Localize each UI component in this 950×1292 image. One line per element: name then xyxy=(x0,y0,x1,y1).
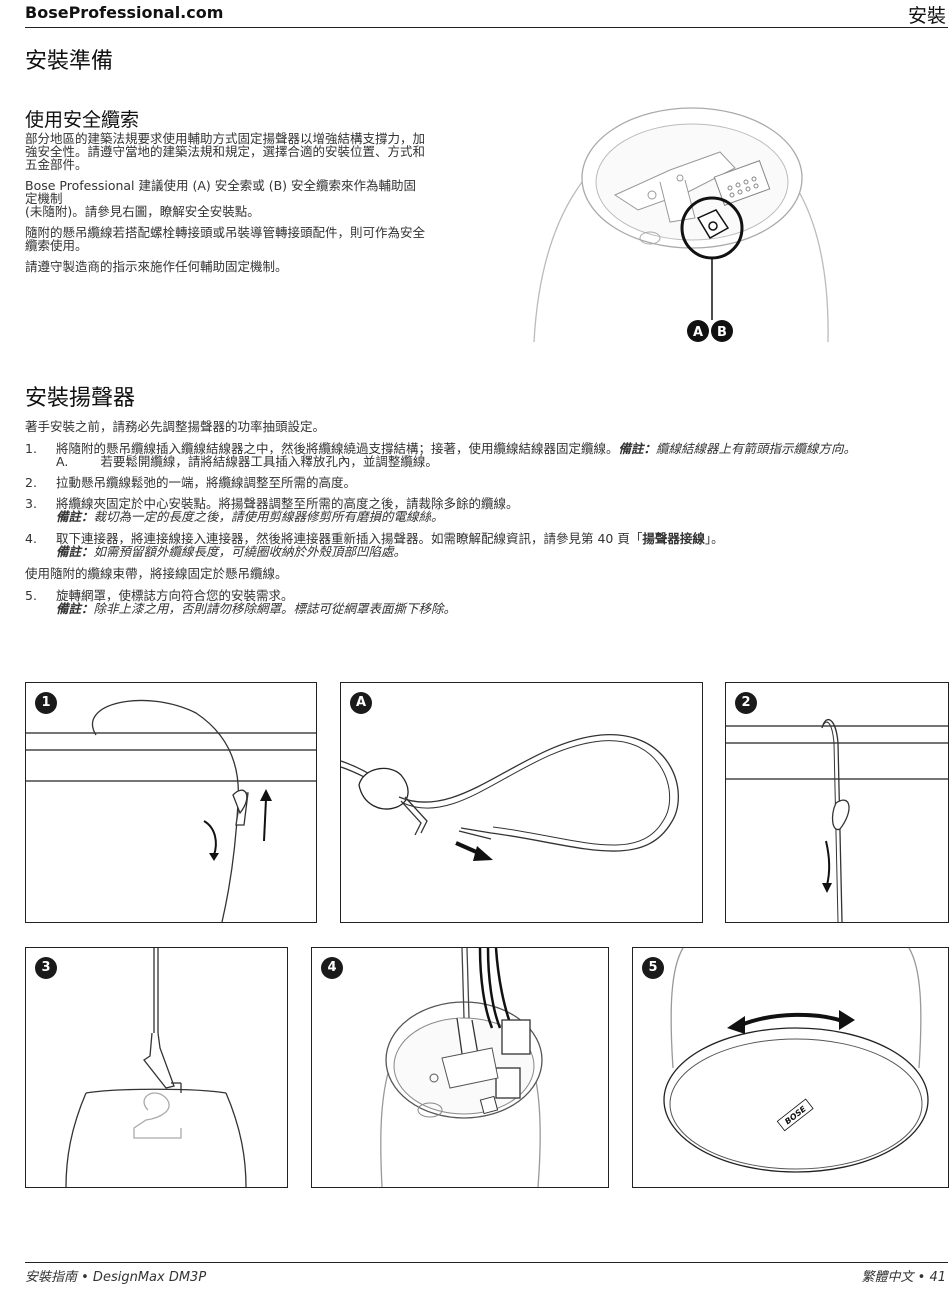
cable-gripper-illustration xyxy=(26,699,316,922)
footer-guide-title: 安裝指南 • DesignMax DM3P xyxy=(25,1270,207,1285)
step-text: 取下連接器，將連接線接入連接器，然後將連接器重新插入揚聲器。如需瞭解配線資訊，請… xyxy=(56,531,724,546)
list-item: 4. 取下連接器，將連接線接入連接器，然後將連接器重新插入揚聲器。如需瞭解配線資… xyxy=(25,532,940,558)
figure-step-1: 1 xyxy=(25,682,317,923)
step-number: 5. xyxy=(25,588,37,603)
subsection-title-safety-cable: 使用安全纜索 xyxy=(25,109,140,131)
step-text: 將隨附的懸吊纜線插入纜線結線器之中，然後將纜線繞過支撐結構；接著，使用纜線結線器… xyxy=(56,441,857,456)
figure-step-2: 2 xyxy=(725,682,949,923)
cable-release-illustration xyxy=(341,734,679,861)
speaker-top-illustration: A B xyxy=(533,107,829,343)
wiring-link[interactable]: 揚聲器接線 xyxy=(642,531,705,546)
footer-page-number: 繁體中文 • 41 xyxy=(861,1270,946,1285)
cable-clip-illustration xyxy=(65,948,247,1187)
header-divider xyxy=(25,27,948,28)
install-intro: 著手安裝之前，請務必先調整揚聲器的功率抽頭設定。 xyxy=(25,419,326,434)
cable-tie-text: 使用隨附的纜線束帶，將接線固定於懸吊纜線。 xyxy=(25,566,288,581)
callout-b-label: B xyxy=(717,325,727,340)
footer-divider xyxy=(25,1262,948,1263)
step-text: 將纜線夾固定於中心安裝點。將揚聲器調整至所需的高度之後，請裁除多餘的纜線。 xyxy=(56,496,519,511)
step-note: 備註：裁切為一定的長度之後，請使用剪線器修剪所有磨損的電線絲。 xyxy=(56,509,444,524)
cable-adjust-illustration xyxy=(726,718,948,922)
step-text: 旋轉網罩，使標誌方向符合您的安裝需求。 xyxy=(56,588,294,603)
safety-paragraph: (未隨附)。請參見右圖，瞭解安全安裝點。 xyxy=(25,204,260,219)
header-brand: BoseProfessional.com xyxy=(25,3,224,22)
section-title-preparation: 安裝準備 xyxy=(25,49,114,74)
figure-badge: 5 xyxy=(642,957,664,979)
safety-paragraph: Bose Professional 建議使用 (A) 安全索或 (B) 安全纜索… xyxy=(25,178,417,206)
step-substep: A.若要鬆開纜線，請將結線器工具插入釋放孔內，並調整纜線。 xyxy=(56,454,438,469)
section-title-install-speaker: 安裝揚聲器 xyxy=(25,386,136,411)
figure-step-a: A xyxy=(340,682,703,923)
figure-badge: 2 xyxy=(735,692,757,714)
step-note: 備註：如需預留額外纜線長度，可繞圈收納於外殼頂部凹陷處。 xyxy=(56,544,407,559)
step-number: 2. xyxy=(25,475,37,490)
step-number: 4. xyxy=(25,531,37,546)
step-number: 1. xyxy=(25,441,37,456)
figure-badge: 3 xyxy=(35,957,57,979)
list-item: 2. 拉動懸吊纜線鬆弛的一端，將纜線調整至所需的高度。 xyxy=(25,476,940,489)
figure-badge: 4 xyxy=(321,957,343,979)
figure-badge: A xyxy=(350,692,372,714)
safety-paragraph: 請遵守製造商的指示來施作任何輔助固定機制。 xyxy=(25,259,288,274)
step-note: 備註：除非上漆之用，否則請勿移除網罩。標誌可從網罩表面撕下移除。 xyxy=(56,601,457,616)
safety-paragraph: 隨附的懸吊纜線若搭配螺栓轉接頭或吊裝導管轉接頭配件，則可作為安全纜索使用。 xyxy=(25,225,426,253)
figure-badge: 1 xyxy=(35,692,57,714)
figure-step-3: 3 xyxy=(25,947,288,1188)
step-text: 拉動懸吊纜線鬆弛的一端，將纜線調整至所需的高度。 xyxy=(56,475,357,490)
safety-cable-text: 部分地區的建築法規要求使用輔助方式固定揚聲器以增強結構支撐力，加強安全性。請遵守… xyxy=(25,132,425,273)
safety-paragraph: 部分地區的建築法規要求使用輔助方式固定揚聲器以增強結構支撐力，加強安全性。請遵守… xyxy=(25,131,426,172)
list-item: 3. 將纜線夾固定於中心安裝點。將揚聲器調整至所需的高度之後，請裁除多餘的纜線。… xyxy=(25,497,940,523)
step-number: 3. xyxy=(25,496,37,511)
figure-step-5: BOSE 5 xyxy=(632,947,949,1188)
header-section-title: 安裝 xyxy=(907,5,946,27)
connector-wiring-illustration xyxy=(380,948,543,1187)
figure-step-4: 4 xyxy=(311,947,609,1188)
list-item: 1. 將隨附的懸吊纜線插入纜線結線器之中，然後將纜線繞過支撐結構；接著，使用纜線… xyxy=(25,442,940,468)
list-item: 5. 旋轉網罩，使標誌方向符合您的安裝需求。 備註：除非上漆之用，否則請勿移除網… xyxy=(25,589,940,615)
grille-rotate-illustration: BOSE xyxy=(663,948,929,1173)
callout-a-label: A xyxy=(693,325,703,340)
